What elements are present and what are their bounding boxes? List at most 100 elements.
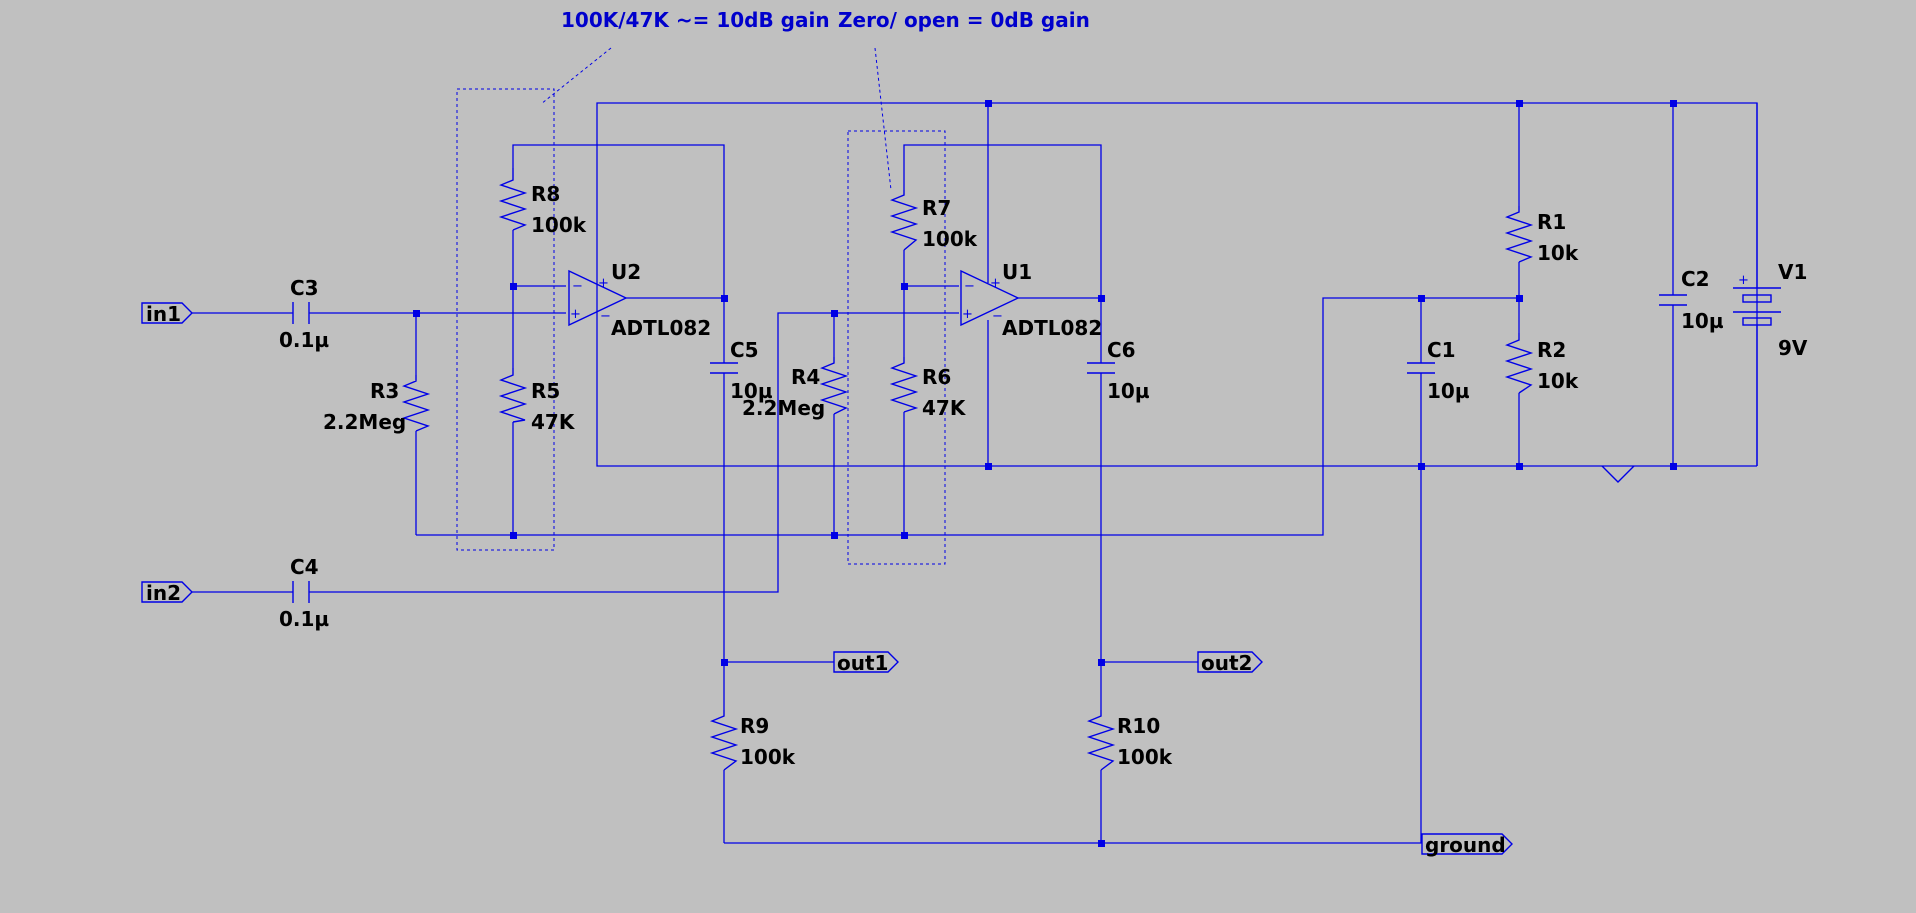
resistor-r8[interactable] xyxy=(498,168,528,231)
u1-value: ADTL082 xyxy=(1002,316,1102,340)
u2-ref: U2 xyxy=(611,260,641,284)
junction xyxy=(1516,100,1523,107)
resistor-r9[interactable] xyxy=(709,710,739,771)
junction xyxy=(1098,659,1105,666)
wire-bias xyxy=(416,297,1519,536)
junction xyxy=(1670,463,1677,470)
junction xyxy=(901,283,908,290)
r4-ref: R4 xyxy=(791,365,820,389)
r7-value: 100k xyxy=(922,227,978,251)
c6-ref: C6 xyxy=(1107,338,1136,362)
junction xyxy=(985,100,992,107)
junction xyxy=(831,532,838,539)
capacitor-c4[interactable] xyxy=(292,581,310,603)
capacitor-c2[interactable] xyxy=(1659,294,1687,306)
svg-text:−: − xyxy=(600,309,611,324)
port-in2-label: in2 xyxy=(146,581,181,605)
junction xyxy=(1098,840,1105,847)
wire-c4-out xyxy=(309,312,959,593)
port-ground[interactable]: ground xyxy=(1421,833,1513,857)
junction xyxy=(721,295,728,302)
port-out2[interactable]: out2 xyxy=(1197,651,1263,675)
junction xyxy=(1418,463,1425,470)
r1-ref: R1 xyxy=(1537,210,1566,234)
r3-value: 2.2Meg xyxy=(323,410,406,434)
note-gain-left: 100K/47K ~= 10dB gain xyxy=(561,8,830,32)
port-out1[interactable]: out1 xyxy=(833,651,899,675)
r7-ref: R7 xyxy=(922,196,951,220)
capacitor-c6[interactable] xyxy=(1087,362,1115,374)
capacitors xyxy=(292,294,1687,603)
port-out2-label: out2 xyxy=(1201,651,1252,675)
port-in1-label: in1 xyxy=(146,302,181,326)
r10-value: 100k xyxy=(1117,745,1173,769)
ground-marker xyxy=(1601,465,1635,483)
battery-v1[interactable]: + xyxy=(1733,273,1781,326)
capacitor-c3[interactable] xyxy=(292,302,310,324)
opamp-u1[interactable]: − + + − xyxy=(960,269,1020,327)
svg-text:−: − xyxy=(964,279,975,294)
c6-value: 10µ xyxy=(1107,379,1150,403)
r10-ref: R10 xyxy=(1117,714,1160,738)
c3-value: 0.1µ xyxy=(279,328,329,352)
c3-ref: C3 xyxy=(290,276,319,300)
resistor-r10[interactable] xyxy=(1086,710,1116,771)
gain-box-left xyxy=(456,88,555,551)
resistor-r1[interactable] xyxy=(1504,206,1534,263)
r9-ref: R9 xyxy=(740,714,769,738)
port-in2[interactable]: in2 xyxy=(141,581,193,605)
c5-ref: C5 xyxy=(730,338,759,362)
junction xyxy=(1670,100,1677,107)
c4-ref: C4 xyxy=(290,555,319,579)
c4-value: 0.1µ xyxy=(279,607,329,631)
opamp-u2[interactable]: − + + − xyxy=(568,269,628,327)
svg-text:+: + xyxy=(990,276,1001,291)
port-ground-label: ground xyxy=(1425,833,1506,857)
capacitor-c1[interactable] xyxy=(1407,362,1435,374)
resistor-r7[interactable] xyxy=(889,190,919,251)
resistor-r2[interactable] xyxy=(1504,333,1534,394)
svg-text:−: − xyxy=(992,309,1003,324)
junction xyxy=(901,532,908,539)
r9-value: 100k xyxy=(740,745,796,769)
c1-ref: C1 xyxy=(1427,338,1456,362)
junction xyxy=(510,532,517,539)
junctions xyxy=(413,100,1677,847)
r5-ref: R5 xyxy=(531,379,560,403)
port-in1[interactable]: in1 xyxy=(141,302,193,326)
component-labels: C3 0.1µ C4 0.1µ R3 2.2Meg R8 100k R5 47K… xyxy=(279,182,1808,769)
wire-r8-loop xyxy=(512,144,725,298)
svg-text:+: + xyxy=(570,307,581,322)
r8-ref: R8 xyxy=(531,182,560,206)
v1-ref: V1 xyxy=(1778,260,1807,284)
junction xyxy=(1098,295,1105,302)
note-leader-right xyxy=(874,47,892,191)
resistor-r5[interactable] xyxy=(498,368,528,423)
r8-value: 100k xyxy=(531,213,587,237)
port-out1-label: out1 xyxy=(837,651,888,675)
wires xyxy=(192,102,1758,844)
u2-value: ADTL082 xyxy=(611,316,711,340)
note-gain-right: Zero/ open = 0dB gain xyxy=(838,8,1090,32)
resistor-r4[interactable] xyxy=(819,357,849,415)
r1-value: 10k xyxy=(1537,241,1579,265)
resistor-r6[interactable] xyxy=(889,357,919,413)
resistor-r3[interactable] xyxy=(401,375,431,432)
c2-ref: C2 xyxy=(1681,267,1710,291)
r6-value: 47K xyxy=(922,396,967,420)
junction xyxy=(1516,295,1523,302)
u1-ref: U1 xyxy=(1002,260,1032,284)
svg-text:+: + xyxy=(962,307,973,322)
junction xyxy=(1418,295,1425,302)
wire-r7-loop xyxy=(903,144,1102,298)
svg-text:+: + xyxy=(598,276,609,291)
c1-value: 10µ xyxy=(1427,379,1470,403)
junction xyxy=(510,283,517,290)
r3-ref: R3 xyxy=(370,379,399,403)
c5-value: 10µ xyxy=(730,379,773,403)
r6-ref: R6 xyxy=(922,365,951,389)
resistors xyxy=(401,168,1534,771)
gain-box-right xyxy=(847,130,946,565)
capacitor-c5[interactable] xyxy=(710,362,738,374)
